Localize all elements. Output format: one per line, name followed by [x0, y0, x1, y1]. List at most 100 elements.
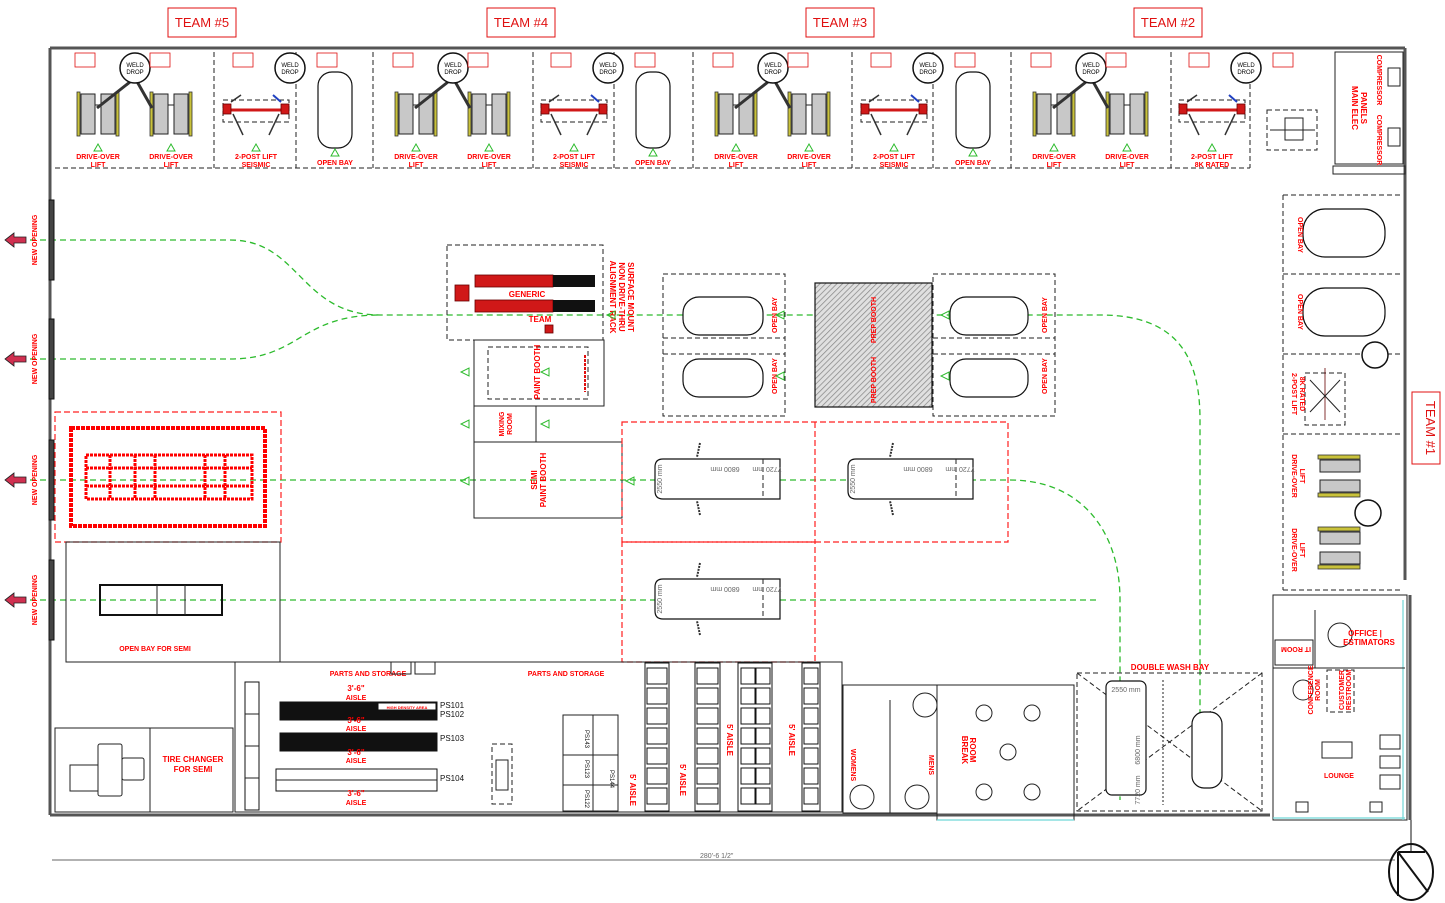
wall-sign	[954, 52, 976, 68]
storage-bin	[803, 787, 819, 805]
svg-text:AISLE: AISLE	[346, 726, 367, 733]
svg-text:PS123: PS123	[583, 760, 589, 779]
marker-triangle-icon	[539, 367, 550, 377]
storage-bin	[740, 747, 756, 765]
marker-triangle-icon	[605, 310, 616, 320]
weld-drop-label: WELD	[599, 63, 617, 69]
new-opening-label: NEW OPENING	[32, 454, 39, 505]
svg-text:2-POST LIFT: 2-POST LIFT	[1290, 373, 1297, 416]
marker-triangle-icon	[1122, 142, 1132, 152]
team-bay-group: DRIVE-OVERLIFTDRIVE-OVERLIFTWELDDROP2-PO…	[712, 52, 991, 169]
new-opening-label: NEW OPENING	[32, 214, 39, 265]
storage-bin	[755, 747, 771, 765]
svg-text:PREP BOOTH: PREP BOOTH	[871, 297, 878, 343]
bay-label-line1: DRIVE-OVER	[76, 154, 120, 161]
utility-room: MAIN ELEC PANELS COMPRESSOR COMPRESSOR	[1266, 51, 1406, 175]
svg-text:PANELS: PANELS	[1359, 92, 1368, 125]
svg-text:8K RATED: 8K RATED	[1298, 377, 1305, 411]
marker-triangle-icon	[939, 371, 950, 381]
svg-text:NON DRIVE-THRU: NON DRIVE-THRU	[617, 262, 626, 332]
svg-text:5' AISLE: 5' AISLE	[678, 764, 687, 797]
bay-label-line2: SEISMIC	[560, 162, 589, 169]
bay-label-line1: DRIVE-OVER	[1105, 154, 1149, 161]
storage-bin	[696, 667, 719, 685]
prep-booth-area: OPEN BAY OPEN BAY PREP BOOTH PREP BOOTH …	[662, 273, 1056, 417]
svg-text:ESTIMATORS: ESTIMATORS	[1343, 638, 1395, 647]
svg-text:TEAM: TEAM	[529, 315, 552, 324]
svg-text:TEAM #1: TEAM #1	[1423, 401, 1438, 455]
marker-triangle-icon	[330, 147, 340, 157]
svg-text:ROOM: ROOM	[1315, 679, 1322, 701]
storage-bin	[646, 787, 668, 805]
svg-text:TEAM #3: TEAM #3	[813, 15, 867, 30]
storage-bin	[646, 727, 668, 745]
weld-drop-label: WELD	[126, 63, 144, 69]
weld-drop-label: DROP	[1082, 70, 1099, 76]
svg-text:COMPRESSOR: COMPRESSOR	[1375, 115, 1382, 166]
wall-sign	[74, 52, 96, 68]
svg-text:ROOM: ROOM	[507, 413, 514, 435]
svg-text:OFFICE |: OFFICE |	[1348, 629, 1382, 638]
svg-text:PS122: PS122	[583, 790, 589, 809]
storage-bins	[646, 667, 819, 805]
svg-text:PAINT BOOTH: PAINT BOOTH	[539, 453, 548, 508]
weld-drop-label: WELD	[444, 63, 462, 69]
svg-text:AISLE: AISLE	[346, 800, 367, 807]
svg-text:3'-6": 3'-6"	[347, 684, 364, 693]
svg-text:5' AISLE: 5' AISLE	[725, 724, 734, 757]
bay-label-line1: 2-POST LIFT	[553, 154, 596, 161]
break-room: BREAK ROOM	[936, 684, 1075, 821]
svg-text:DRIVE-OVER: DRIVE-OVER	[1290, 454, 1297, 498]
new-opening-label: NEW OPENING	[32, 333, 39, 384]
team-label-5: TEAM #5	[167, 7, 237, 38]
storage-bin	[803, 747, 819, 765]
svg-text:TIRE CHANGER: TIRE CHANGER	[163, 755, 224, 764]
semi-length-dim: 6800 mm	[710, 585, 739, 592]
bay-label-line1: 2-POST LIFT	[235, 154, 278, 161]
svg-text:OPEN BAY: OPEN BAY	[1296, 217, 1303, 253]
svg-text:2550 mm: 2550 mm	[1111, 687, 1140, 694]
wall-sign	[712, 52, 734, 68]
svg-text:OPEN BAY: OPEN BAY	[1042, 358, 1049, 394]
svg-text:WOMENS: WOMENS	[849, 749, 856, 782]
storage-bin	[646, 687, 668, 705]
right-drive-over-lift-2	[1317, 526, 1361, 570]
svg-text:TEAM #4: TEAM #4	[494, 15, 548, 30]
wall-sign	[149, 52, 171, 68]
marker-triangle-icon	[93, 142, 103, 152]
marker-triangle-icon	[539, 419, 550, 429]
storage-bin	[755, 727, 771, 745]
wall-sign	[1030, 52, 1052, 68]
wall-sign	[232, 52, 254, 68]
svg-text:5' AISLE: 5' AISLE	[787, 724, 796, 757]
double-wash-bay: DOUBLE WASH BAY 2550 mm 6800 mm 7720 mm	[1076, 663, 1263, 812]
bay-label-line1: DRIVE-OVER	[1032, 154, 1076, 161]
bay-label-line1: OPEN BAY	[317, 160, 353, 167]
team-label-2: TEAM #2	[1133, 7, 1203, 38]
svg-text:3'-6": 3'-6"	[347, 748, 364, 757]
marker-triangle-icon	[774, 310, 785, 320]
svg-text:ROOM: ROOM	[968, 738, 977, 763]
svg-text:TEAM #2: TEAM #2	[1141, 15, 1195, 30]
svg-text:LIFT: LIFT	[1298, 543, 1305, 558]
storage-bin	[740, 767, 756, 785]
wall-sign	[634, 52, 656, 68]
storage-bin	[646, 747, 668, 765]
storage-bin	[803, 707, 819, 725]
semi-lift-area: OPEN BAY FOR SEMI	[54, 411, 282, 663]
svg-text:PS104: PS104	[440, 774, 465, 783]
svg-text:GENERIC: GENERIC	[509, 290, 546, 299]
storage-bin	[803, 687, 819, 705]
bay-label-line1: DRIVE-OVER	[394, 154, 438, 161]
bay-label-line2: LIFT	[482, 162, 497, 169]
restrooms: WOMENS MENS	[842, 684, 938, 814]
